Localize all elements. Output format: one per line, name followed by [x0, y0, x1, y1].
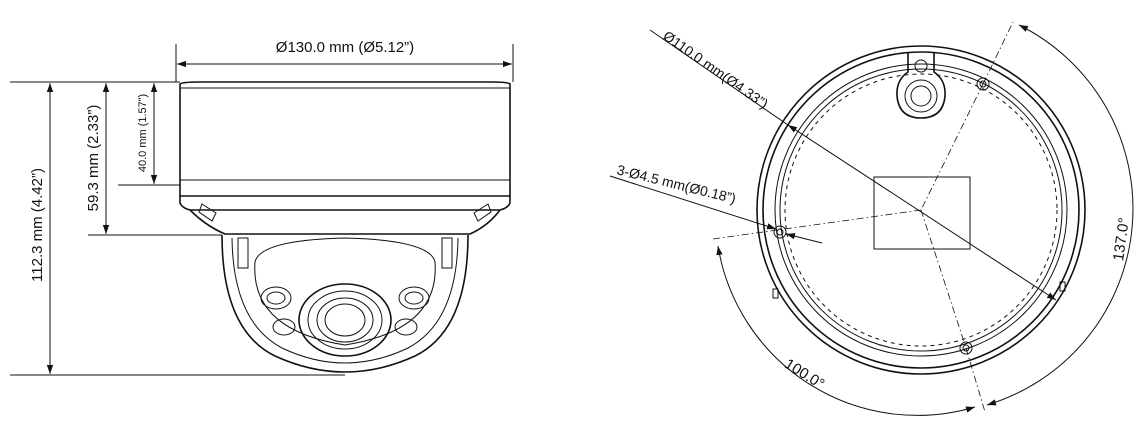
camera-housing [179, 81, 511, 235]
top-height-label: 40.0 mm (1.57”) [137, 94, 149, 172]
angle-small-label: 100.0° [781, 355, 827, 392]
side-view: Ø130.0 mm (Ø5.12”) 112.3 mm (4.42”) 59.3… [10, 39, 514, 376]
width-dimension: Ø130.0 mm (Ø5.12”) [175, 39, 514, 82]
inner-diameter-label: Ø110.0 mm(Ø4.33”) [660, 27, 771, 111]
hole-dimension: 3-Ø4.5 mm(Ø0.18”) [609, 161, 823, 244]
width-label: Ø130.0 mm (Ø5.12”) [276, 39, 414, 56]
mid-height-label: 59.3 mm (2.33”) [85, 105, 102, 212]
height-dimensions: 112.3 mm (4.42”) 59.3 mm (2.33”) 40.0 mm… [10, 81, 345, 376]
cable-grommet [896, 52, 946, 119]
camera-dome [221, 234, 469, 373]
top-view: Ø110.0 mm(Ø4.33”) 3-Ø4.5 mm(Ø0.18”) 137.… [609, 21, 1134, 416]
total-height-label: 112.3 mm (4.42”) [29, 168, 46, 282]
angle-large-label: 137.0° [1110, 217, 1133, 262]
